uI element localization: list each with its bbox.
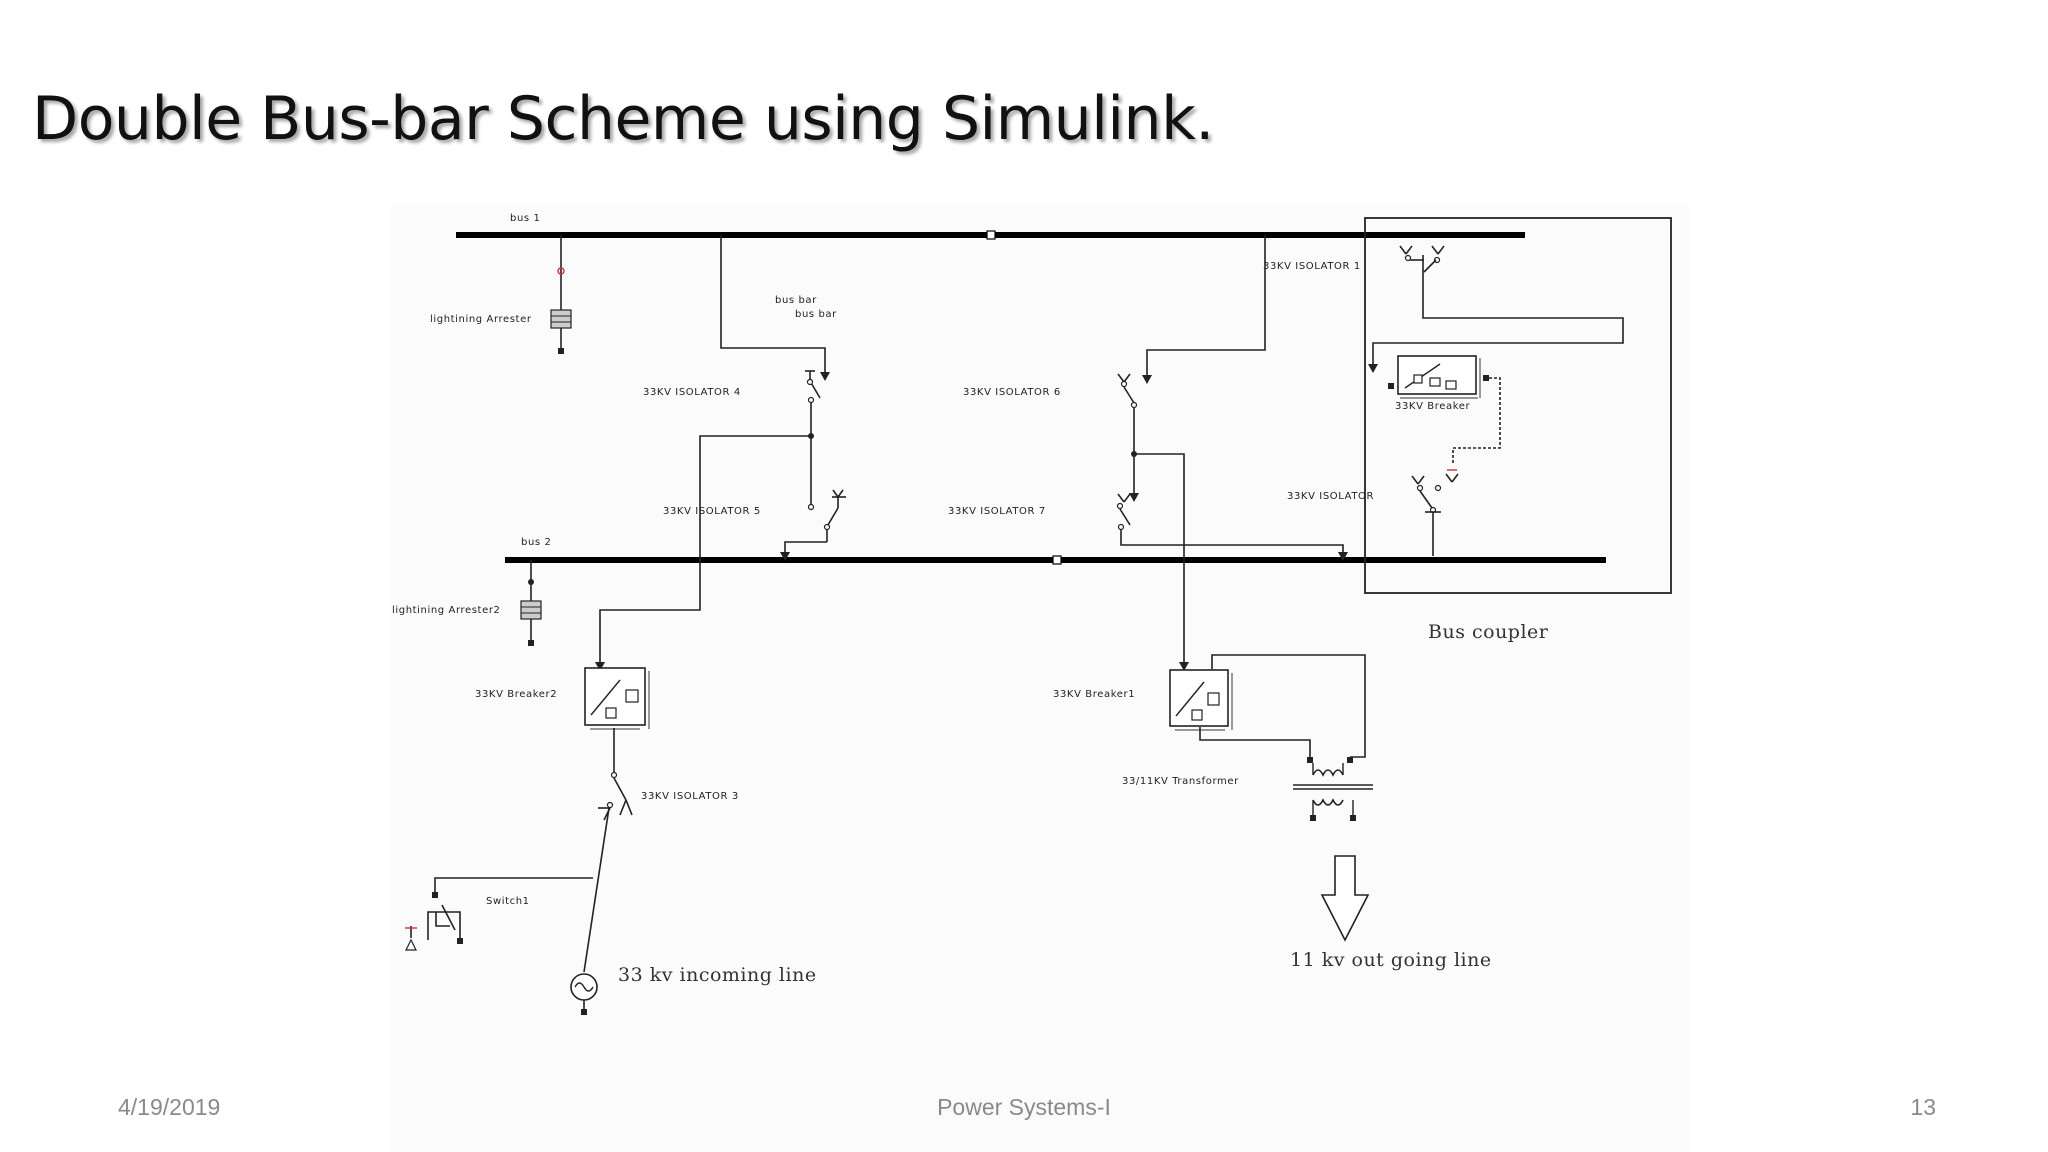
wire-isolator3-source [583, 807, 610, 973]
breaker-1-label: 33KV Breaker1 [1053, 689, 1135, 700]
breaker-2-label: 33KV Breaker2 [475, 689, 557, 700]
isolator-3-label: 33KV ISOLATOR 3 [641, 791, 739, 802]
coupler-isolator-label: 33KV ISOLATOR [1287, 491, 1374, 502]
bus-1-label: bus 1 [510, 213, 540, 224]
isolator-5-label: 33KV ISOLATOR 5 [663, 506, 761, 517]
footer-date: 4/19/2019 [118, 1094, 221, 1120]
wire-breaker1-transformer-left [1199, 727, 1311, 757]
wire-bus1-isolator6 [1146, 235, 1266, 378]
footer-page-number: 13 [1910, 1094, 1936, 1120]
isolator-5-icon [807, 489, 846, 542]
isolator-4-icon [805, 370, 821, 404]
wire-isolator5-bus2 [784, 541, 827, 555]
wire-bus1-isolator4 [720, 235, 826, 375]
wire-isolator7-bus2 [1120, 530, 1344, 555]
footer-course: Power Systems-I [937, 1094, 1111, 1120]
outgoing-line-label: 11 kv out going line [1290, 949, 1492, 971]
isolator-6-icon [1117, 373, 1138, 409]
transformer-icon [1293, 757, 1373, 821]
breaker-2-block [584, 667, 650, 730]
switch-1-block [405, 877, 593, 951]
isolator-4-label: 33KV ISOLATOR 4 [643, 387, 741, 398]
slide-title: Double Bus-bar Scheme using Simulink. [32, 84, 1214, 154]
bus-1-port [986, 230, 996, 240]
arrester-1-label: lightining Arrester [430, 314, 532, 325]
wire-isolator1-breaker [1372, 255, 1624, 368]
bus-bar-label-1: bus bar [775, 295, 817, 306]
bus-coupler-label: Bus coupler [1428, 621, 1549, 643]
wire-breaker1-transformer-right [1211, 654, 1366, 758]
isolator-7-icon [1116, 493, 1139, 531]
bus-coupler-box [1364, 217, 1672, 594]
isolator-1-icon [1399, 245, 1445, 273]
bus-2-port [1052, 555, 1062, 565]
transformer-label: 33/11KV Transformer [1122, 776, 1239, 787]
isolator-7-label: 33KV ISOLATOR 7 [948, 506, 1046, 517]
arrester-2-label: lightining Arrester2 [392, 605, 501, 616]
wire-breaker-isolator [1452, 377, 1501, 465]
lightning-arrester-2 [520, 560, 542, 646]
incoming-line-label: 33 kv incoming line [618, 964, 817, 986]
switch-1-label: Switch1 [486, 896, 530, 907]
isolator-3-icon [598, 771, 633, 821]
isolator-1-label: 33KV ISOLATOR 1 [1263, 261, 1361, 272]
coupler-breaker-label: 33KV Breaker [1395, 401, 1471, 412]
breaker-1-block [1169, 669, 1233, 731]
isolator-6-label: 33KV ISOLATOR 6 [963, 387, 1061, 398]
ac-source-icon [570, 973, 598, 1015]
bus-2-label: bus 2 [521, 537, 551, 548]
wire-junction-breaker2 [599, 435, 811, 665]
wire-junction-breaker1 [1134, 453, 1185, 665]
coupler-breaker-block [1388, 355, 1489, 399]
coupler-isolator-icon [1411, 469, 1459, 556]
bus-bar-label-2: bus bar [795, 309, 837, 320]
lightning-arrester-1 [550, 235, 572, 354]
outgoing-arrow-icon [1320, 855, 1370, 942]
